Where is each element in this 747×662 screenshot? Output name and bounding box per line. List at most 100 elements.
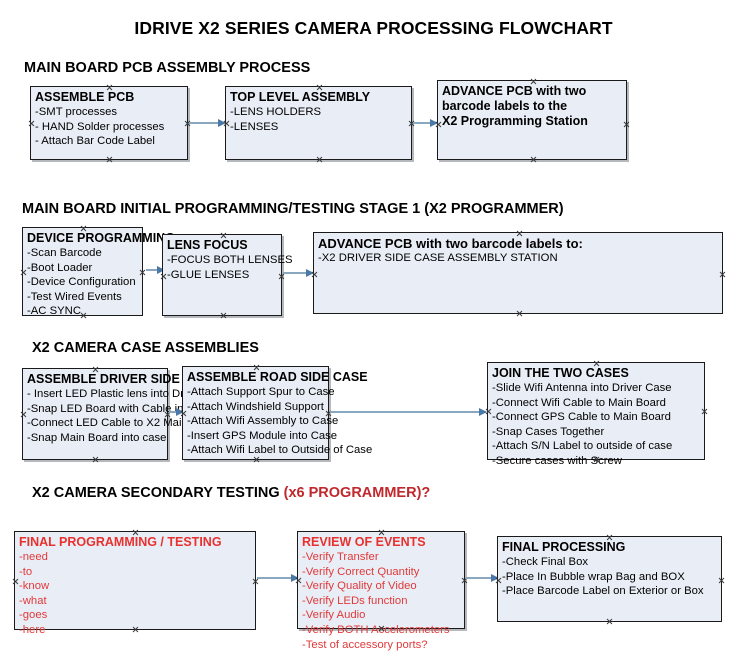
section-heading-x2-camera-case-assemblies: X2 CAMERA CASE ASSEMBLIES — [32, 340, 259, 356]
connector-arrow — [189, 118, 226, 127]
node-line: -Attach Support Spur to Case — [187, 386, 335, 398]
section-heading-main-board-initial-programming: MAIN BOARD INITIAL PROGRAMMING/TESTING S… — [22, 201, 564, 217]
node-lens-focus[interactable]: LENS FOCUS -FOCUS BOTH LENSES -GLUE LENS… — [160, 234, 293, 319]
node-line: -to — [19, 565, 33, 578]
resize-handle-right[interactable] — [139, 269, 146, 276]
resize-handle-right[interactable] — [701, 408, 708, 415]
node-line: -Attach Wifi Assembly to Case — [187, 415, 339, 428]
node-title: TOP LEVEL ASSEMBLY — [230, 90, 371, 104]
resize-handle-left[interactable] — [28, 120, 35, 127]
node-assemble-driver-side-case[interactable]: ASSEMBLE DRIVER SIDE CASE - Insert LED P… — [20, 368, 232, 463]
section-heading-text: X2 CAMERA SECONDARY TESTING — [32, 485, 284, 501]
node-review-of-events[interactable]: REVIEW OF EVENTS -Verify Transfer -Verif… — [295, 531, 465, 651]
node-line: -Insert GPS Module into Case — [187, 429, 338, 442]
resize-handle-left[interactable] — [223, 120, 230, 127]
resize-handle-right[interactable] — [623, 121, 630, 128]
node-line: -Place Barcode Label on Exterior or Box — [502, 585, 704, 598]
arrowhead-icon — [430, 118, 438, 127]
node-line: -SMT processes — [35, 106, 118, 118]
node-line: -Verify LEDs function — [302, 594, 408, 607]
node-device-programming[interactable]: DEVICE PROGRAMMING -Scan Barcode -Boot L… — [20, 227, 175, 318]
connector-arrow — [330, 407, 487, 416]
node-line: -Snap Cases Together — [492, 425, 605, 438]
node-title: ASSEMBLE ROAD SIDE CASE — [187, 370, 368, 384]
node-line: -FOCUS BOTH LENSES — [167, 254, 293, 266]
node-assemble-pcb[interactable]: ASSEMBLE PCB -SMT processes - HAND Solde… — [30, 86, 188, 160]
node-line: -X2 DRIVER SIDE CASE ASSEMBLY STATION — [318, 252, 558, 264]
node-line: -Test Wired Events — [27, 290, 122, 303]
resize-handle-left[interactable] — [12, 578, 19, 585]
resize-handle-bottom[interactable] — [606, 618, 613, 625]
resize-handle-bottom[interactable] — [220, 312, 227, 319]
section-heading-text: X2 CAMERA CASE ASSEMBLIES — [32, 340, 259, 356]
resize-handle-left[interactable] — [20, 411, 27, 418]
connector-arrow — [146, 265, 165, 274]
arrowhead-icon — [291, 573, 299, 582]
arrowhead-icon — [306, 268, 314, 277]
connector-arrow — [283, 268, 314, 277]
connector-arrow — [413, 118, 438, 127]
node-line-overflow: -Test of accessory ports? — [302, 638, 428, 651]
node-line: - Insert LED Plastic lens into Driver Ca… — [27, 388, 232, 400]
node-title: REVIEW OF EVENTS — [302, 535, 426, 549]
resize-handle-left[interactable] — [485, 408, 492, 415]
node-title: LENS FOCUS — [167, 238, 248, 252]
section-heading-text: MAIN BOARD INITIAL PROGRAMMING/TESTING S… — [22, 201, 564, 217]
resize-handle-left[interactable] — [180, 410, 187, 417]
node-line: -Snap Main Board into case — [27, 431, 167, 444]
node-final-programming-testing[interactable]: FINAL PROGRAMMING / TESTING -need -to -k… — [12, 531, 259, 636]
node-assemble-road-side-case[interactable]: ASSEMBLE ROAD SIDE CASE -Attach Support … — [180, 366, 372, 460]
node-join-the-two-cases[interactable]: JOIN THE TWO CASES -Slide Wifi Antenna i… — [485, 362, 708, 467]
node-line: -Verify Quality of Video — [302, 580, 417, 593]
node-advance-pcb-programming-station[interactable]: ADVANCE PCB with two barcode labels to t… — [437, 80, 627, 160]
page-title: IDRIVE X2 SERIES CAMERA PROCESSING FLOWC… — [134, 18, 613, 38]
node-title-line2: barcode labels to the — [442, 99, 568, 113]
node-line: -Secure cases with Screw — [492, 454, 622, 467]
connector-arrow — [466, 573, 499, 582]
section-heading-main-board-pcb-assembly: MAIN BOARD PCB ASSEMBLY PROCESS — [24, 60, 310, 76]
node-line: -Verify Audio — [302, 609, 366, 622]
resize-handle-left[interactable] — [495, 577, 502, 584]
node-line: -LENS HOLDERS — [230, 106, 322, 118]
resize-handle-bottom[interactable] — [530, 156, 537, 163]
node-line: -Connect Wifi Cable to Main Board — [492, 396, 666, 409]
resize-handle-right[interactable] — [252, 578, 259, 585]
node-title: FINAL PROGRAMMING / TESTING — [19, 535, 222, 549]
resize-handle-bottom[interactable] — [106, 156, 113, 163]
resize-handle-left[interactable] — [435, 121, 442, 128]
node-final-processing[interactable]: FINAL PROCESSING -Check Final Box -Place… — [497, 536, 722, 622]
arrowhead-icon — [491, 573, 499, 582]
node-title: ASSEMBLE DRIVER SIDE CASE — [27, 372, 219, 386]
resize-handle-bottom[interactable] — [316, 156, 323, 163]
resize-handle-left[interactable] — [20, 269, 27, 276]
resize-handle-right[interactable] — [278, 273, 285, 280]
node-line: -need — [19, 551, 48, 563]
node-title-line3: X2 Programming Station — [442, 114, 588, 128]
arrowhead-icon — [176, 407, 184, 416]
arrowhead-icon — [479, 407, 487, 416]
resize-handle-right[interactable] — [719, 271, 726, 278]
connector-arrow — [169, 407, 184, 416]
node-line: -AC SYNC — [27, 305, 81, 318]
node-line: -know — [19, 580, 50, 593]
node-line: -Boot Loader — [27, 261, 93, 274]
node-line: -Attach S/N Label to outside of case — [492, 440, 673, 453]
node-line: -Device Configuration — [27, 276, 136, 289]
node-line: -goes — [19, 609, 48, 622]
resize-handle-left[interactable] — [311, 271, 318, 278]
resize-handle-right[interactable] — [718, 577, 725, 584]
node-title: ASSEMBLE PCB — [35, 90, 135, 104]
node-line: -Verify BOTH Accelerometers — [302, 623, 450, 636]
node-line: -Attach Windshield Support — [187, 400, 324, 413]
resize-handle-bottom[interactable] — [516, 310, 523, 317]
node-line: -GLUE LENSES — [167, 268, 250, 281]
node-advance-pcb-driver-side-case[interactable]: ADVANCE PCB with two barcode labels to: … — [313, 232, 723, 314]
node-title: DEVICE PROGRAMMING — [27, 231, 175, 245]
node-top-level-assembly[interactable]: TOP LEVEL ASSEMBLY -LENS HOLDERS -LENSES — [225, 86, 412, 160]
connector-arrow — [257, 573, 299, 582]
resize-handle-left[interactable] — [160, 273, 167, 280]
resize-handle-bottom[interactable] — [92, 456, 99, 463]
node-line: - Attach Bar Code Label — [35, 135, 155, 148]
resize-handle-left[interactable] — [295, 577, 302, 584]
node-line: -Snap LED Board with Cable into Case — [27, 402, 223, 415]
